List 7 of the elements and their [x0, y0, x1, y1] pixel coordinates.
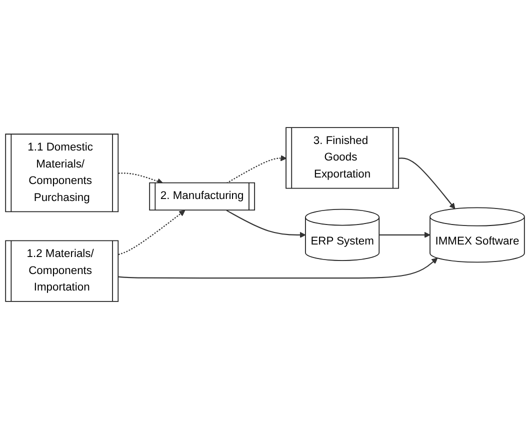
arrow	[379, 232, 430, 238]
arrow	[226, 155, 287, 184]
arrow	[118, 258, 438, 279]
arrow	[398, 158, 456, 210]
arrow	[118, 210, 186, 256]
arrow	[118, 172, 164, 184]
arrow	[226, 210, 306, 238]
